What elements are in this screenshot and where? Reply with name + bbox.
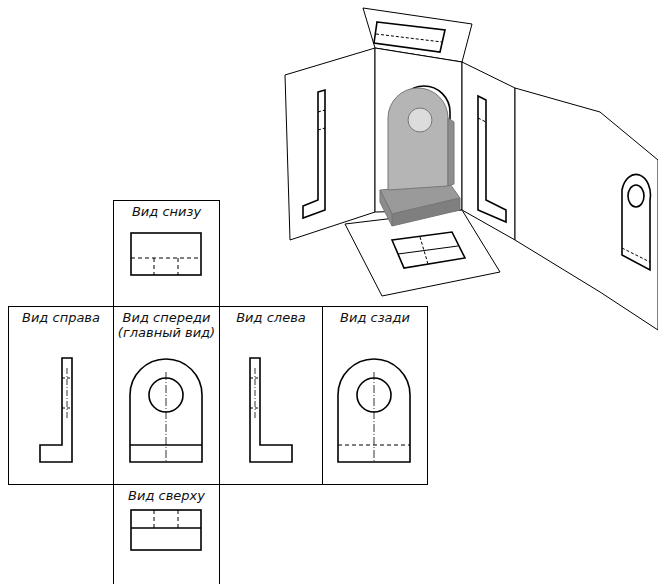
- view-cell: Вид слева: [219, 306, 323, 485]
- view-cell: Вид сзади: [322, 306, 428, 485]
- view-label: Вид сверху: [114, 485, 219, 503]
- part-3d: [380, 88, 460, 226]
- view-label: Вид справа: [9, 307, 113, 325]
- top-view: [131, 510, 201, 550]
- view-label: Вид снизу: [114, 201, 219, 219]
- view-cell: Вид сверху: [113, 484, 220, 584]
- panel-views: [303, 22, 650, 270]
- right-view: [40, 358, 72, 462]
- bottom-view: [131, 233, 201, 275]
- view-label: Вид спереди (главный вид): [114, 307, 219, 340]
- front-view: [130, 359, 202, 462]
- view-cell: Вид спереди (главный вид): [113, 306, 220, 485]
- view-cell: Вид справа: [8, 306, 114, 485]
- left-view: [250, 358, 292, 462]
- view-label: Вид слева: [220, 307, 322, 325]
- projection-panels: [285, 8, 658, 330]
- view-label: Вид сзади: [323, 307, 427, 325]
- view-cell: Вид снизу: [113, 200, 220, 307]
- back-view: [338, 359, 410, 462]
